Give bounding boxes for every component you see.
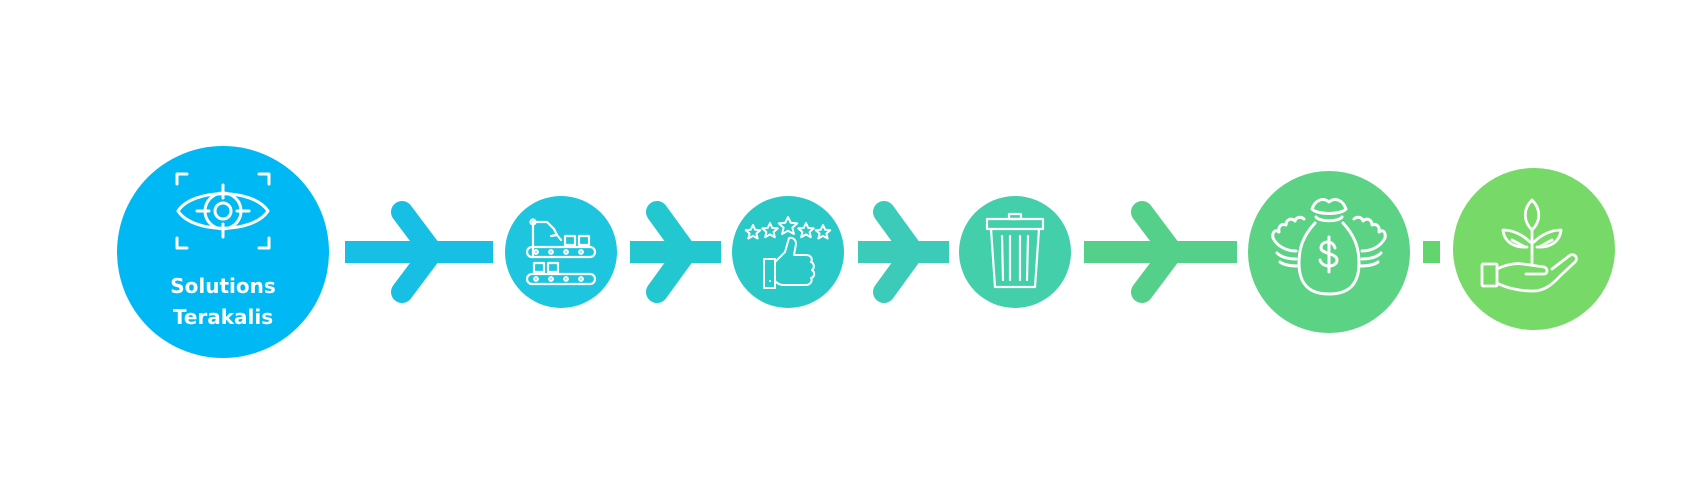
trash-can-icon	[985, 212, 1045, 289]
production-line-node	[505, 196, 617, 308]
conveyor-robot-icon	[525, 218, 597, 286]
node-label-line-1: Solutions	[170, 274, 276, 298]
connector-line-5	[1423, 241, 1440, 263]
connector-arrow-4	[1084, 201, 1237, 303]
node-label-line-2: Terakalis	[172, 305, 274, 329]
arrowhead-4	[1131, 201, 1183, 303]
money-bag-wings-icon	[1271, 198, 1387, 296]
approval-rating-node	[732, 196, 844, 308]
connector-arrow-2	[630, 201, 721, 303]
arrowhead-2	[646, 201, 697, 303]
sustainability-node	[1453, 168, 1615, 330]
connector-arrow-3	[858, 201, 949, 303]
connector-line-5-group	[1423, 241, 1440, 263]
thumbs-up-stars-icon	[744, 216, 832, 289]
arrowhead-3	[873, 201, 924, 303]
savings-node	[1248, 171, 1410, 333]
hand-plant-icon	[1480, 198, 1578, 293]
eye-target-icon	[175, 172, 271, 250]
arrowhead-1	[391, 201, 443, 303]
connector-arrow-1	[345, 201, 493, 303]
waste-node	[959, 196, 1071, 308]
solutions-terakalis-node: Solutions Terakalis	[117, 146, 329, 358]
